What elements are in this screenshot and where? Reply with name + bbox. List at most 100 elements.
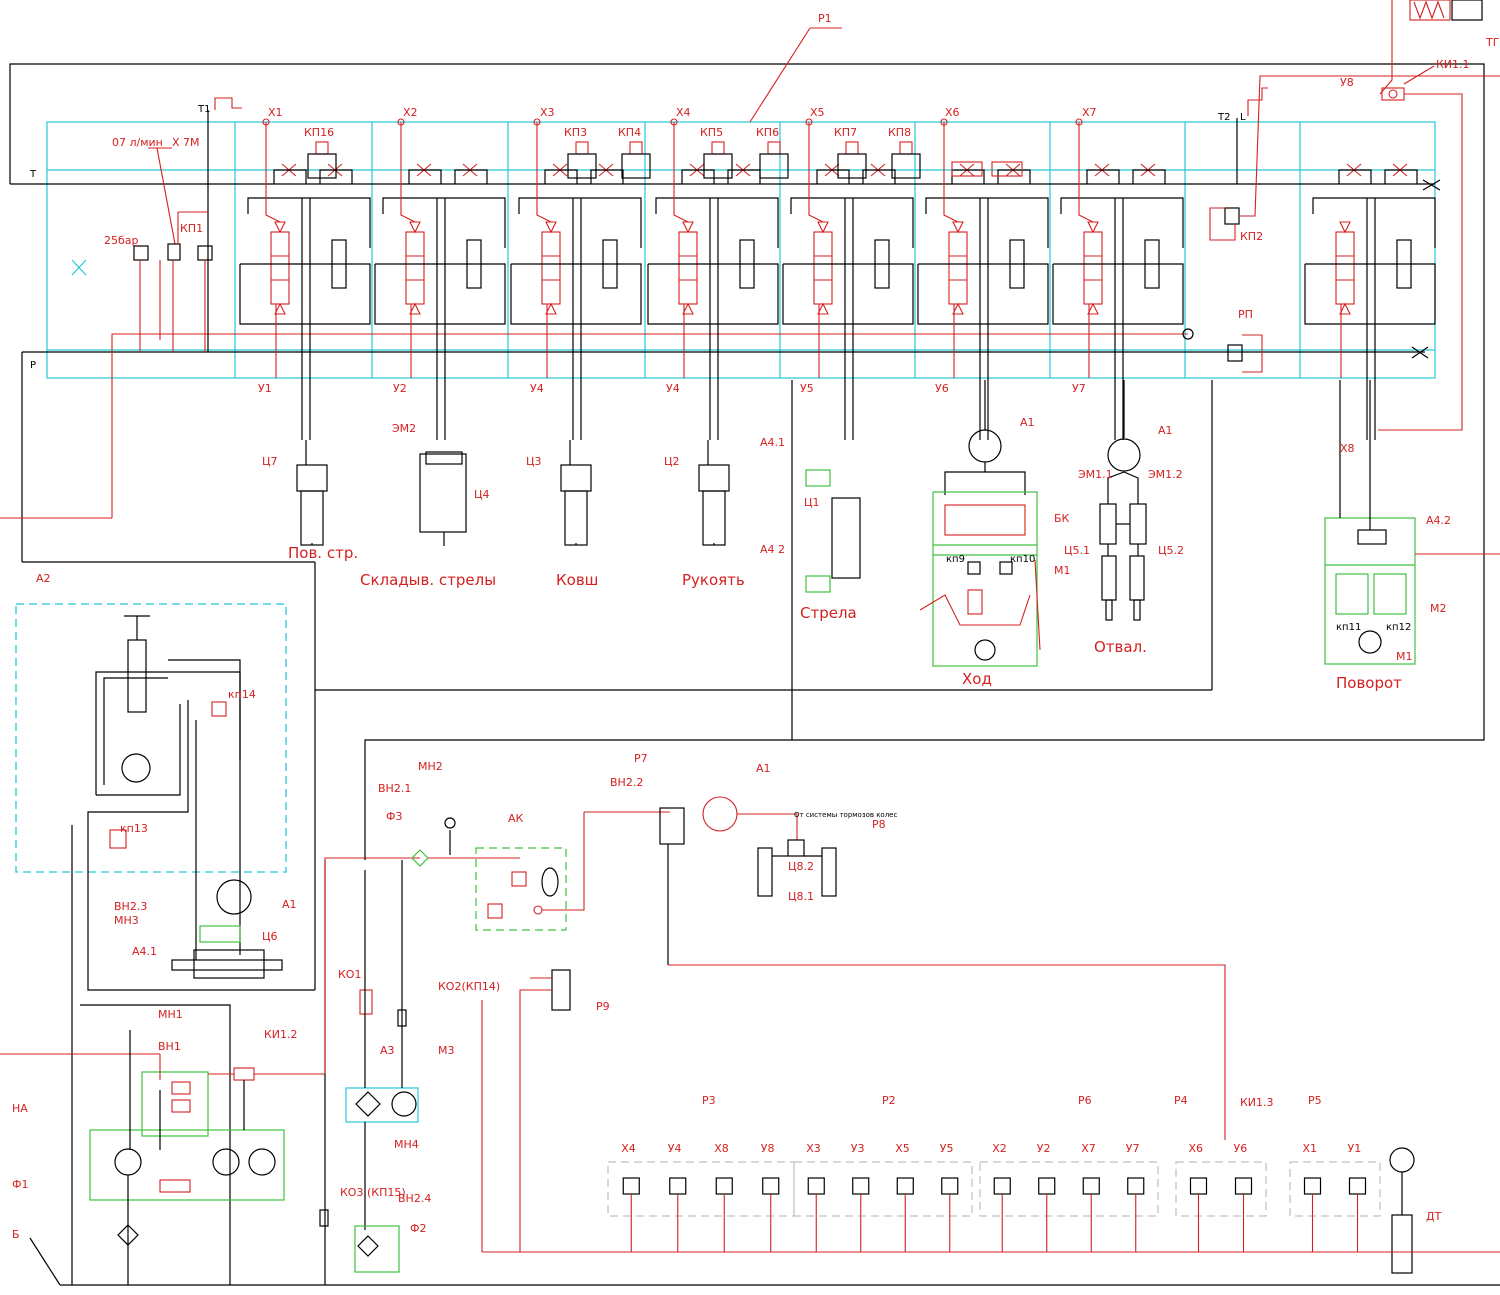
valve-cell — [622, 1177, 640, 1195]
port-dot — [670, 118, 678, 126]
label-kp: КП8 — [888, 126, 911, 139]
remote-valve-block — [793, 1161, 973, 1252]
label-kp: КП6 — [756, 126, 779, 139]
name-boom-fold: Складыв. стрелы — [360, 571, 496, 589]
label-p7: Р7 — [634, 752, 648, 765]
valve-cell — [669, 1177, 687, 1195]
cylinder-barrel — [564, 490, 588, 546]
cylinder-head — [560, 464, 592, 492]
relief-body — [703, 153, 733, 179]
solenoid — [951, 161, 983, 177]
label-a3: А3 — [380, 1044, 395, 1057]
label-kp: КП3 — [564, 126, 587, 139]
p9-valve — [519, 969, 571, 1252]
relief-valve — [315, 141, 329, 155]
name-bucket: Ковш — [556, 571, 598, 589]
pilot-triangle — [817, 302, 829, 315]
port-dot — [1075, 118, 1083, 126]
channel — [408, 169, 442, 184]
channel — [816, 169, 850, 184]
pilot-triangle — [1339, 221, 1351, 234]
label-p3: Р3 — [702, 1094, 716, 1107]
spool-valve — [813, 231, 833, 305]
pilot-triangle — [274, 302, 286, 315]
port-dot — [397, 118, 405, 126]
channel — [1132, 169, 1166, 184]
label-l: L — [1240, 112, 1246, 123]
pilot-triangle — [1339, 302, 1351, 315]
channel — [655, 197, 779, 248]
label-u8: У8 — [1340, 76, 1354, 89]
label-port: Х4 — [621, 1142, 636, 1155]
channel — [1086, 169, 1120, 184]
channel — [917, 263, 1049, 325]
valve-cell — [1348, 1177, 1367, 1195]
channel — [647, 263, 779, 325]
label-vn21: ВН2.1 — [378, 782, 411, 795]
label-p2: Р2 — [882, 1094, 896, 1107]
dt-gauge — [1389, 1147, 1415, 1274]
channel — [1304, 263, 1436, 325]
label-p4: Р4 — [1174, 1094, 1188, 1107]
relief-section — [133, 97, 242, 352]
travel-group — [919, 380, 1041, 667]
valve-section — [510, 118, 642, 440]
name-blade: Отвал. — [1094, 638, 1147, 656]
label-dt: ДТ — [1426, 1210, 1442, 1223]
label-a41-left: А4.1 — [132, 945, 157, 958]
label-kp14: кп14 — [228, 688, 256, 701]
channel — [951, 169, 985, 184]
label-m1b: М1 — [1396, 650, 1413, 663]
label-cylinder: Ц4 — [474, 488, 490, 501]
valve-section — [917, 118, 1049, 440]
pilot-line — [808, 122, 824, 223]
solenoid — [991, 161, 1023, 177]
label-port: У3 — [851, 1142, 865, 1155]
label-kp12: кп12 — [1386, 622, 1411, 633]
spool-valve — [1335, 231, 1355, 305]
valve-cell — [1082, 1177, 1100, 1195]
tank-line — [29, 380, 1500, 1286]
valve-section — [782, 118, 914, 440]
valve-a41 — [805, 469, 831, 487]
label-c82: Ц8.2 — [788, 860, 814, 873]
channel — [782, 263, 914, 325]
relief-valve — [711, 141, 725, 155]
channel — [925, 197, 1049, 248]
valve-cell — [993, 1177, 1011, 1195]
label-vn24: ВН2.4 — [398, 1192, 431, 1205]
label-p9: Р9 — [596, 1000, 610, 1013]
c6-cylinder — [171, 879, 283, 979]
label-port: У8 — [761, 1142, 775, 1155]
label-ko3: КО3 (КП15) — [340, 1186, 406, 1199]
label-vn22: ВН2.2 — [610, 776, 643, 789]
label-ko1: КО1 — [338, 968, 361, 981]
pilot-line — [673, 122, 689, 223]
label-kp: КП16 — [304, 126, 334, 139]
relief-body — [759, 153, 789, 179]
brake-group — [659, 796, 1226, 1140]
valve-cell — [1189, 1177, 1208, 1195]
cylinder-barrel — [419, 453, 467, 533]
name-boom-swing: Пов. стр. — [288, 544, 358, 562]
label-p5: Р5 — [1308, 1094, 1322, 1107]
label-m3: М3 — [438, 1044, 455, 1057]
solenoid-valve — [425, 451, 463, 465]
label-x-port: Х5 — [810, 106, 825, 119]
valve-section — [239, 118, 371, 440]
remote-valve-block — [979, 1161, 1159, 1252]
label-cylinder: Ц3 — [526, 455, 542, 468]
label-m1: М1 — [1054, 564, 1071, 577]
channel — [681, 169, 715, 184]
label-kp9: кп9 — [946, 554, 965, 565]
label-ak: АК — [508, 812, 524, 825]
channel — [1384, 169, 1418, 184]
label-brake-note: От системы тормозов колес — [794, 811, 897, 819]
channel — [239, 263, 371, 325]
label-em2: ЭМ2 — [392, 422, 416, 435]
label-x-port: Х1 — [268, 106, 283, 119]
label-ki11: КИ1.1 — [1436, 58, 1470, 71]
kp2-rp — [1182, 75, 1500, 373]
cylinder: Ц4 — [419, 451, 490, 546]
